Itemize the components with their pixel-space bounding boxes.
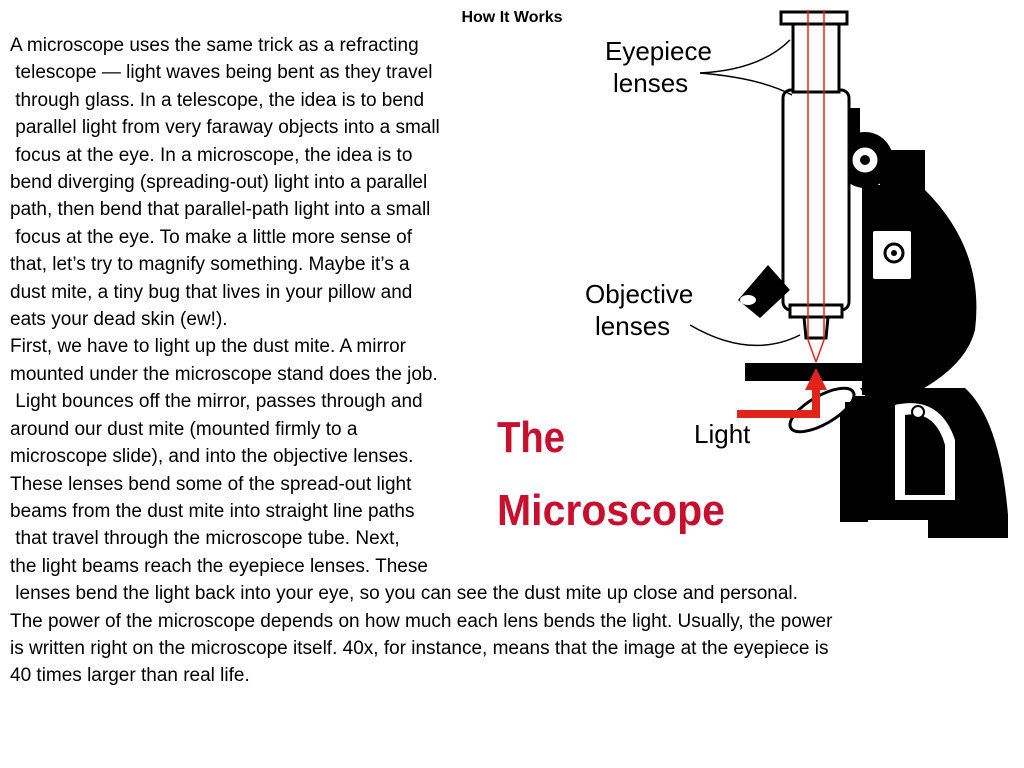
text-line: telescope — light waves being bent as th… [10, 62, 433, 84]
text-line: focus at the eye. To make a little more … [10, 226, 413, 248]
text-line: the light beams reach the eyepiece lense… [10, 555, 428, 577]
text-line: These lenses bend some of the spread-out… [10, 473, 412, 495]
objective-pointer [689, 324, 801, 347]
text-line: A microscope uses the same trick as a re… [10, 35, 419, 56]
body-text: A microscope uses the same trick as a re… [10, 32, 1010, 690]
text-line: around our dust mite (mounted firmly to … [10, 418, 358, 440]
text-line: beams from the dust mite into straight l… [10, 500, 415, 522]
body-tube [781, 88, 851, 312]
text-line: through glass. In a telescope, the idea … [10, 89, 425, 111]
objective-label-2: lenses [595, 311, 670, 341]
diagram-title-microscope: Microscope [497, 486, 725, 535]
light-label: Light [694, 419, 751, 449]
eyepiece-label-2: lenses [613, 68, 688, 98]
microscope-stage [745, 363, 865, 381]
eyepiece [791, 20, 841, 94]
text-line: that travel through the microscope tube.… [10, 528, 400, 550]
text-line: Light bounces off the mirror, passes thr… [10, 391, 423, 413]
text-line: microscope slide), and into the objectiv… [10, 446, 414, 468]
diagram-title-the: The [497, 413, 565, 462]
text-line: that, let’s try to magnify something. Ma… [10, 254, 410, 276]
text-line: dust mite, a tiny bug that lives in your… [10, 281, 413, 303]
microscope-illustration: Eyepiece lenses Objective lenses Light T… [497, 10, 1008, 538]
text-line: eats your dead skin (ew!). [10, 309, 228, 331]
objective-lens [802, 315, 830, 340]
side-objective [738, 265, 790, 318]
text-line: lenses bend the light back into your eye… [10, 583, 798, 605]
text-line: focus at the eye. In a microscope, the i… [10, 144, 413, 166]
eyepiece-pointer [699, 39, 791, 74]
light-arrow [737, 368, 827, 418]
text-line: parallel light from very faraway objects… [10, 117, 440, 139]
text-line: bend diverging (spreading-out) light int… [10, 172, 428, 194]
text-line: is written right on the microscope itsel… [10, 637, 829, 659]
eyepiece-label: Eyepiece [605, 36, 712, 66]
text-line: 40 times larger than real life. [10, 665, 250, 687]
page-title: How It Works [461, 9, 563, 26]
text-line: path, then bend that parallel-path light… [10, 199, 431, 221]
objective-label: Objective [585, 279, 693, 309]
microscope-pillar [862, 185, 922, 395]
text-line: First, we have to light up the dust mite… [10, 336, 406, 358]
microscope-diagram: Eyepiece lenses Objective lenses Light T… [490, 0, 1024, 560]
text-line: The power of the microscope depends on h… [10, 610, 833, 632]
text-line: mounted under the microscope stand does … [10, 363, 438, 385]
